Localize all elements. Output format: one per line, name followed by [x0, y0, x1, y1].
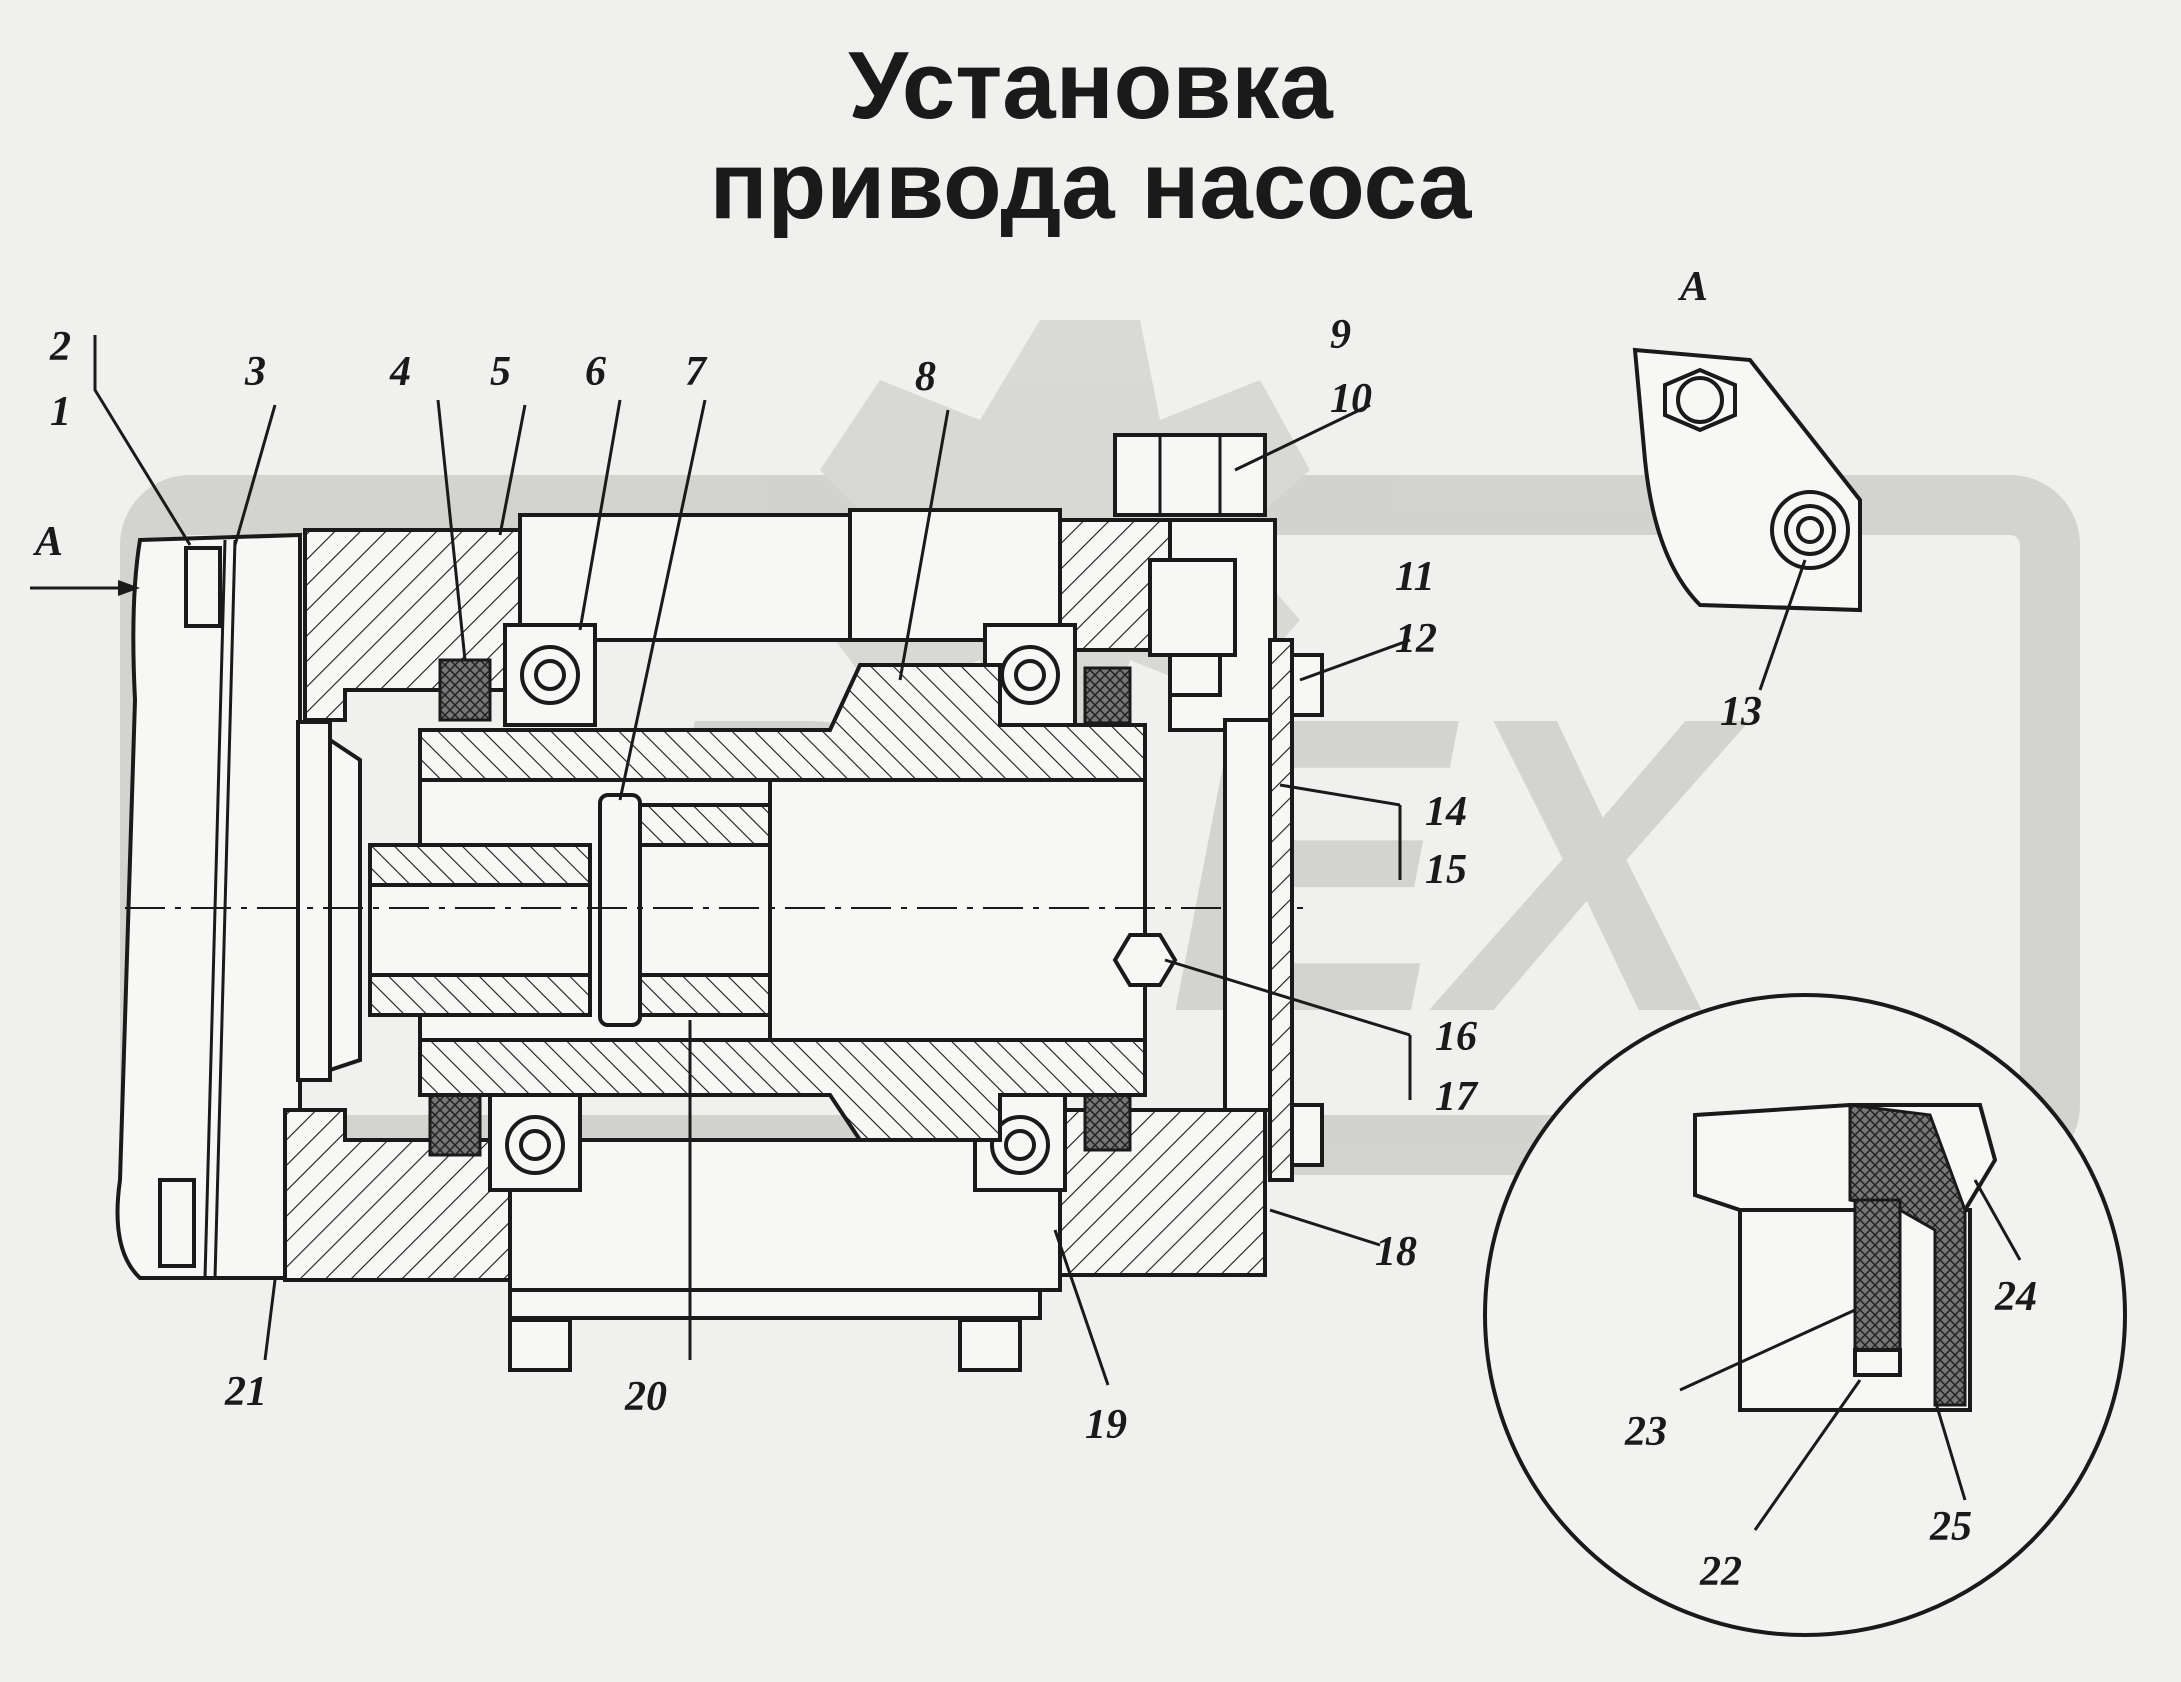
- seal-top-left: [438, 658, 492, 722]
- callout-3: 3: [244, 349, 266, 395]
- adapter-ring: [296, 720, 362, 1082]
- callout-labels: A A 1 2 3 4 5 6 7 8 9 10 11 12 13 14 15 …: [32, 264, 2037, 1595]
- cover-bolt-top: [1290, 653, 1324, 717]
- flange-bolt-bottom: [158, 1178, 196, 1268]
- left-flange: [115, 532, 302, 1280]
- callout-16: 16: [1435, 1014, 1477, 1060]
- title-line-2: привода насоса: [709, 132, 1472, 239]
- callout-7: 7: [685, 349, 708, 395]
- bottom-bolt-right: [958, 1318, 1022, 1372]
- detail-seal: [1853, 1198, 1902, 1352]
- callout-23: 23: [1624, 1409, 1667, 1455]
- retaining-ring: [598, 793, 642, 1027]
- splined-coupling: [368, 793, 772, 1027]
- callout-19: 19: [1085, 1402, 1127, 1448]
- seal-bottom-left: [428, 1093, 482, 1157]
- bottom-bolt-left: [508, 1318, 572, 1372]
- callout-11: 11: [1395, 554, 1435, 600]
- callout-25: 25: [1929, 1504, 1972, 1550]
- callout-8: 8: [915, 354, 936, 400]
- view-marker-detail: A: [1677, 264, 1708, 310]
- seal-bottom-right: [1083, 1093, 1132, 1152]
- leader-lines: [30, 335, 2022, 1531]
- callout-1: 1: [50, 389, 71, 435]
- gear-shaft: [418, 663, 1147, 1142]
- housing-bottom-body: [508, 1138, 1062, 1292]
- callout-17: 17: [1435, 1074, 1479, 1120]
- bearings: [428, 623, 1132, 1192]
- plug-bolt-16: [1112, 933, 1178, 987]
- callout-22: 22: [1699, 1549, 1742, 1595]
- callout-14: 14: [1425, 789, 1467, 835]
- callout-18: 18: [1375, 1229, 1417, 1275]
- right-cover: [1112, 638, 1324, 1182]
- callout-15: 15: [1425, 847, 1467, 893]
- view-a-detail: [1632, 347, 1862, 613]
- callout-4: 4: [389, 349, 411, 395]
- callout-10: 10: [1330, 376, 1372, 422]
- housing-top: [303, 508, 1277, 732]
- callout-2: 2: [49, 324, 71, 370]
- view-marker-arrow: A: [32, 519, 63, 565]
- plug-head: [1113, 433, 1267, 517]
- callout-6: 6: [585, 349, 606, 395]
- callout-24: 24: [1994, 1274, 2037, 1320]
- callout-12: 12: [1395, 616, 1437, 662]
- drain-plug: [1113, 433, 1267, 697]
- callout-9: 9: [1330, 312, 1351, 358]
- plug-thread: [1148, 558, 1237, 657]
- callout-21: 21: [224, 1369, 267, 1415]
- title-line-1: Установка: [848, 32, 1333, 139]
- cover-bolt-bottom: [1290, 1103, 1324, 1167]
- callout-20: 20: [624, 1374, 667, 1420]
- seal-top-right: [1083, 666, 1132, 725]
- callout-13: 13: [1720, 689, 1762, 735]
- flange-bolt-top: [184, 546, 222, 628]
- callout-5: 5: [490, 349, 511, 395]
